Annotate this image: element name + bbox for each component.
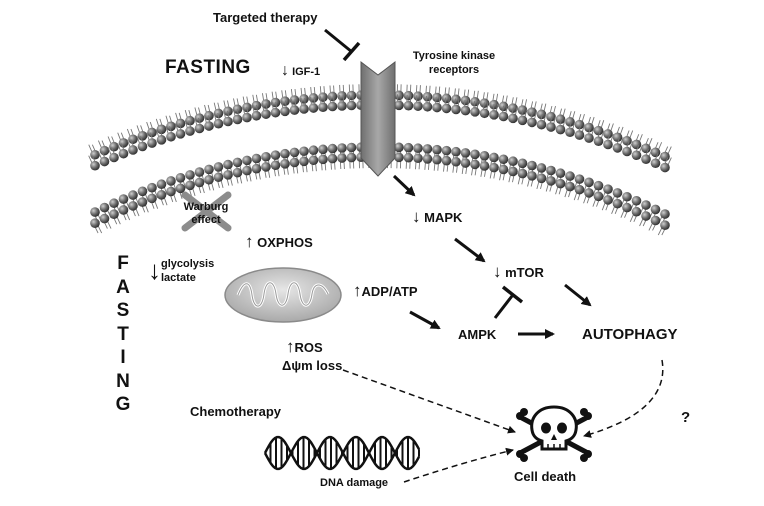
skull-crossbones-icon bbox=[516, 405, 592, 462]
question-mark-label: ? bbox=[681, 409, 691, 426]
adp-atp-label: ↑ADP/ATP bbox=[353, 281, 418, 300]
receptor-shape bbox=[360, 60, 396, 177]
fasting-top-label: FASTING bbox=[165, 57, 251, 78]
membrane-potential-loss-label: Δψm loss bbox=[282, 358, 343, 373]
ampk-label: AMPK bbox=[458, 327, 497, 342]
dna-helix-icon bbox=[263, 435, 421, 471]
cell-membrane bbox=[88, 84, 672, 236]
warburg-label: Warburg effect bbox=[183, 201, 229, 226]
down-arrow-icon: ↓ bbox=[412, 207, 421, 226]
down-arrow-icon: ↓ bbox=[281, 62, 289, 79]
mtor-to-autophagy-arrow bbox=[564, 283, 592, 307]
up-arrow-icon: ↑ bbox=[353, 281, 362, 300]
autophagy-to-death-arrow bbox=[583, 359, 664, 438]
dashed-arrows bbox=[342, 359, 664, 483]
mtor-label: ↓ mTOR bbox=[493, 262, 544, 281]
chemotherapy-label: Chemotherapy bbox=[190, 404, 282, 419]
adp-to-ampk-arrow bbox=[409, 310, 441, 330]
receptor-to-mapk-arrow bbox=[392, 174, 416, 197]
pathway-arrows bbox=[392, 174, 592, 339]
oxphos-label: ↑ OXPHOS bbox=[245, 232, 313, 251]
down-arrow-icon: ↓ bbox=[493, 262, 502, 281]
up-arrow-icon: ↑ bbox=[286, 337, 295, 356]
dna-to-death-arrow bbox=[403, 447, 514, 483]
mapk-to-mtor-arrow bbox=[454, 237, 486, 263]
receptor-label: Tyrosine kinase receptors bbox=[412, 50, 496, 76]
ros-label: ↑ROS bbox=[286, 337, 323, 356]
mapk-label: ↓ MAPK bbox=[412, 207, 463, 226]
mitochondrion-icon bbox=[224, 267, 342, 323]
down-arrow-icon: ↓ bbox=[148, 255, 161, 285]
ampk-inhibits-mtor bbox=[493, 285, 524, 319]
warburg-cross-icon bbox=[181, 191, 232, 232]
dna-damage-label: DNA damage bbox=[320, 477, 389, 489]
autophagy-label: AUTOPHAGY bbox=[582, 326, 678, 343]
igf1-label: ↓ IGF-1 bbox=[281, 62, 321, 79]
ros-to-death-arrow bbox=[342, 369, 516, 434]
targeted-therapy-label: Targeted therapy bbox=[213, 10, 318, 25]
cell-death-label: Cell death bbox=[514, 469, 577, 484]
targeted-therapy-inhibit-arrow bbox=[324, 28, 361, 62]
up-arrow-icon: ↑ bbox=[245, 232, 254, 251]
